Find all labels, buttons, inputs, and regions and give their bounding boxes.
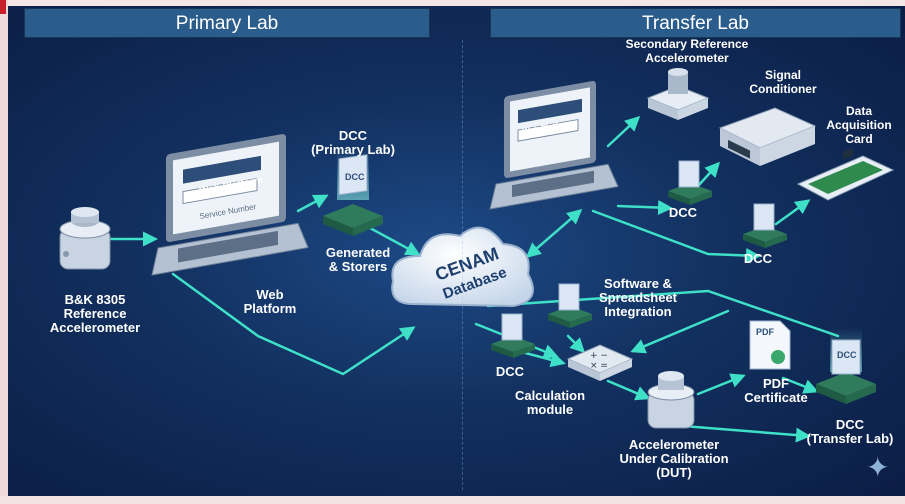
red-accent-mark	[0, 0, 6, 14]
accelerometer-icon	[647, 371, 695, 429]
laptop-icon	[489, 81, 619, 210]
cloud-database-icon: CENAM Database	[391, 226, 534, 308]
dut-label: Accelerometer Under Calibration (DUT)	[619, 437, 729, 480]
svg-text:+ −: + −	[590, 351, 608, 361]
page-edge-bottom	[0, 496, 905, 504]
data-acquisition-card-icon	[796, 147, 895, 201]
pdf-certificate-label: PDF Certificate	[744, 376, 808, 405]
arrow-dcct-calc	[630, 309, 730, 354]
calculation-module-label: Calculation module	[514, 388, 586, 417]
arrow-cloud-laptop2	[525, 209, 583, 258]
web-platform-label: Web Platform	[243, 287, 297, 316]
dcc-primary-label: DCC (Primary Lab)	[311, 128, 395, 157]
accelerometer-icon	[59, 207, 111, 270]
data-acquisition-label: Data Acquisition Card	[826, 104, 892, 146]
dcc-document-icon: DCC	[816, 328, 876, 404]
software-integration-label: Software & Spreadsheet Integration	[598, 276, 678, 319]
arrow-laptop2-dcc-b	[591, 209, 761, 264]
accelerometer-icon	[646, 68, 710, 120]
secondary-reference-label: Secondary Reference Accelerometer	[625, 37, 749, 65]
signal-conditioner-label: Signal Conditioner	[749, 68, 817, 96]
dcc-label-a: DCC	[668, 205, 698, 220]
dcc-icon-text: DCC	[345, 172, 365, 182]
arrow-laptop-to-dcc	[296, 194, 329, 213]
svg-text:× =: × =	[590, 361, 608, 371]
arrow-laptop-to-cloud	[171, 272, 416, 376]
signal-conditioner-icon	[718, 107, 817, 166]
dcc-label-b: DCC	[743, 251, 773, 266]
primary-lab-header: Primary Lab	[24, 8, 430, 38]
pdf-icon-text: PDF	[756, 327, 775, 337]
arrow-dut-pdf	[696, 373, 746, 396]
page-edge-left	[0, 0, 8, 504]
arrow-dcca-signal	[696, 161, 721, 188]
dcc-document-icon	[668, 160, 712, 205]
lab-divider	[462, 40, 463, 490]
calculator-icon: + − × =	[566, 344, 634, 381]
dcc-document-icon: DCC	[323, 150, 383, 236]
dcc-document-icon	[548, 283, 592, 328]
diagram-canvas: Web Platform Service Number DCC CENAM Da…	[8, 6, 905, 496]
arrow-dccb-daq	[774, 199, 811, 226]
pdf-certificate-icon: PDF	[749, 320, 791, 370]
dcc-document-icon	[743, 203, 787, 248]
arrow-dcc-to-cloud	[368, 226, 421, 256]
dcc-transfer-label: DCC (Transfer Lab)	[806, 417, 894, 446]
arrow-laptop2-dcc-a	[616, 200, 673, 216]
arrow-sw-calc	[566, 334, 586, 354]
dcc-label-c: DCC	[495, 364, 525, 379]
connector-layer: Web Platform Service Number DCC CENAM Da…	[59, 68, 895, 443]
transfer-lab-header: Transfer Lab	[490, 8, 901, 38]
dcc-document-icon	[491, 313, 535, 358]
laptop-icon	[151, 134, 309, 276]
arrow-laptop2-secref	[606, 115, 641, 148]
sparkle-icon: ✦	[866, 452, 890, 483]
arrow-pdf-dcct	[781, 376, 819, 394]
generated-storers-label: Generated & Storers	[325, 245, 391, 274]
bk8305-label: B&K 8305 Reference Accelerometer	[49, 292, 141, 335]
arrow-calc-dut	[606, 379, 651, 401]
dcc-transfer-icon-text: DCC	[837, 350, 857, 360]
